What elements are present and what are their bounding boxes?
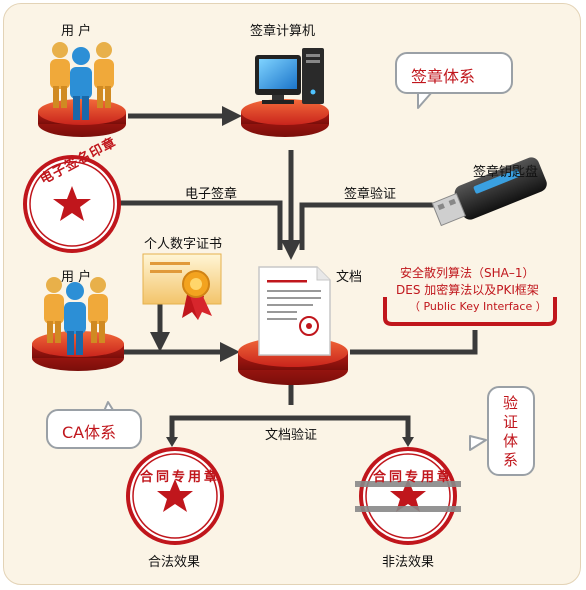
connectors [120,106,478,440]
disc-computer [241,99,329,137]
bubble-signing-system [395,52,513,94]
bubble-ca-system [46,409,142,449]
computer-icon [255,48,324,104]
line-document-to-algorithm [350,330,478,355]
bubble-tail-signing-system [417,91,433,109]
illegal-seal-icon [355,447,461,545]
user-top-label: 用 户 [61,24,92,39]
algorithm-bracket [383,297,557,326]
signing-system-label: 签章体系 [411,67,476,86]
legal-effect-label: 合法效果 [148,555,201,570]
electronic-signature-label: 电子签章 [185,187,238,202]
signature-verify-label: 签章验证 [344,187,397,202]
algorithm-line-2: DES 加密算法以及PKI框架 [396,283,539,297]
user-middle-label: 用 户 [61,270,92,285]
personal-cert-label: 个人数字证书 [144,237,223,252]
algorithm-line-1: 安全散列算法（SHA–1） [400,266,535,280]
verify-system-label: 验证体系 [503,394,519,469]
legal-seal-icon [126,447,224,545]
certificate-icon [142,253,222,320]
document-verify-label: 文档验证 [265,428,318,443]
document-label: 文档 [336,270,363,285]
arrowhead-illegal [402,437,414,447]
algorithm-line-3: （ Public Key Interface ） [409,300,547,313]
line-verify-split [169,415,411,440]
signing-computer-label: 签章计算机 [250,24,316,39]
signature-seal-icon [23,155,121,253]
illegal-effect-label: 非法效果 [382,555,435,570]
document-icon [258,266,331,356]
users-icon-middle [44,277,108,355]
users-icon-top [50,42,114,120]
usb-key-icon [431,157,547,227]
legal-seal-text: 合同专用章 [140,470,221,485]
arrowhead-legal [166,437,178,447]
line-electronic-signature [120,200,283,250]
illegal-seal-text: 合同专用章 [373,470,454,485]
ca-system-label: CA体系 [62,423,117,442]
bubble-verify-system [487,386,535,476]
line-signature-verify [299,202,445,250]
usb-key-label: 签章钥匙盘 [473,165,539,180]
bubble-tail-verify [469,435,487,451]
